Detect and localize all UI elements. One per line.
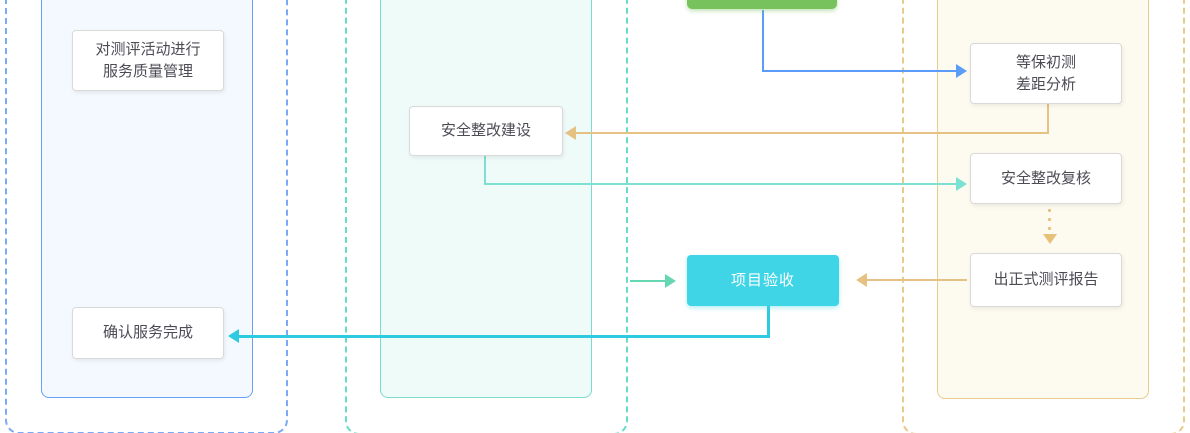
dotted-edge-dot bbox=[1048, 227, 1051, 230]
node-quality-management-line1: 对测评活动进行 bbox=[95, 40, 201, 58]
edge-build-to-review-horizontal bbox=[484, 183, 957, 185]
node-initial-test-gap-analysis-line1: 等保初测 bbox=[1015, 53, 1076, 71]
edge-lane-to-acceptance-horizontal bbox=[630, 280, 666, 282]
edge-acceptance-to-confirm-horizontal bbox=[239, 335, 770, 338]
arrowhead-right-icon bbox=[956, 177, 967, 191]
edge-green-to-gap-horizontal bbox=[762, 70, 957, 72]
arrowhead-right-icon bbox=[665, 274, 676, 288]
edge-gap-to-build-vertical bbox=[1047, 102, 1049, 134]
node-initial-test-gap-analysis-line2: 差距分析 bbox=[1015, 75, 1076, 93]
dotted-edge-dot bbox=[1048, 218, 1051, 221]
lane-right-dashed-container bbox=[902, 0, 1185, 433]
edge-report-to-acceptance-horizontal bbox=[866, 279, 967, 281]
node-issue-formal-report: 出正式测评报告 bbox=[970, 253, 1122, 307]
node-security-rectification-review-label: 安全整改复核 bbox=[1000, 169, 1091, 187]
edge-build-to-review-vertical bbox=[484, 154, 486, 185]
dotted-edge-dot bbox=[1048, 209, 1051, 212]
lane-middle-panel bbox=[380, 0, 592, 398]
edge-gap-to-build-horizontal bbox=[576, 132, 1049, 134]
node-quality-management-line2: 服务质量管理 bbox=[102, 62, 193, 80]
node-security-rectification-review: 安全整改复核 bbox=[970, 153, 1122, 204]
node-issue-formal-report-label: 出正式测评报告 bbox=[993, 271, 1099, 288]
arrowhead-right-icon bbox=[956, 64, 967, 78]
node-confirm-service-done-label: 确认服务完成 bbox=[102, 324, 193, 341]
arrowhead-left-icon bbox=[856, 273, 867, 287]
node-security-rectification-build: 安全整改建设 bbox=[409, 106, 563, 156]
node-quality-management: 对测评活动进行 服务质量管理 bbox=[72, 30, 224, 91]
node-green-top-partial bbox=[687, 0, 837, 9]
node-project-acceptance: 项目验收 bbox=[687, 255, 839, 306]
node-security-rectification-build-label: 安全整改建设 bbox=[440, 122, 531, 139]
lane-middle-dashed-container bbox=[345, 0, 628, 433]
arrowhead-left-icon bbox=[228, 329, 239, 343]
edge-green-to-gap-vertical bbox=[762, 10, 764, 72]
node-project-acceptance-label: 项目验收 bbox=[730, 271, 795, 289]
edge-acceptance-to-confirm-vertical bbox=[767, 306, 770, 337]
node-confirm-service-done: 确认服务完成 bbox=[72, 307, 224, 359]
node-initial-test-gap-analysis: 等保初测 差距分析 bbox=[970, 43, 1122, 104]
arrowhead-left-icon bbox=[565, 126, 576, 140]
arrowhead-down-icon bbox=[1043, 234, 1057, 244]
